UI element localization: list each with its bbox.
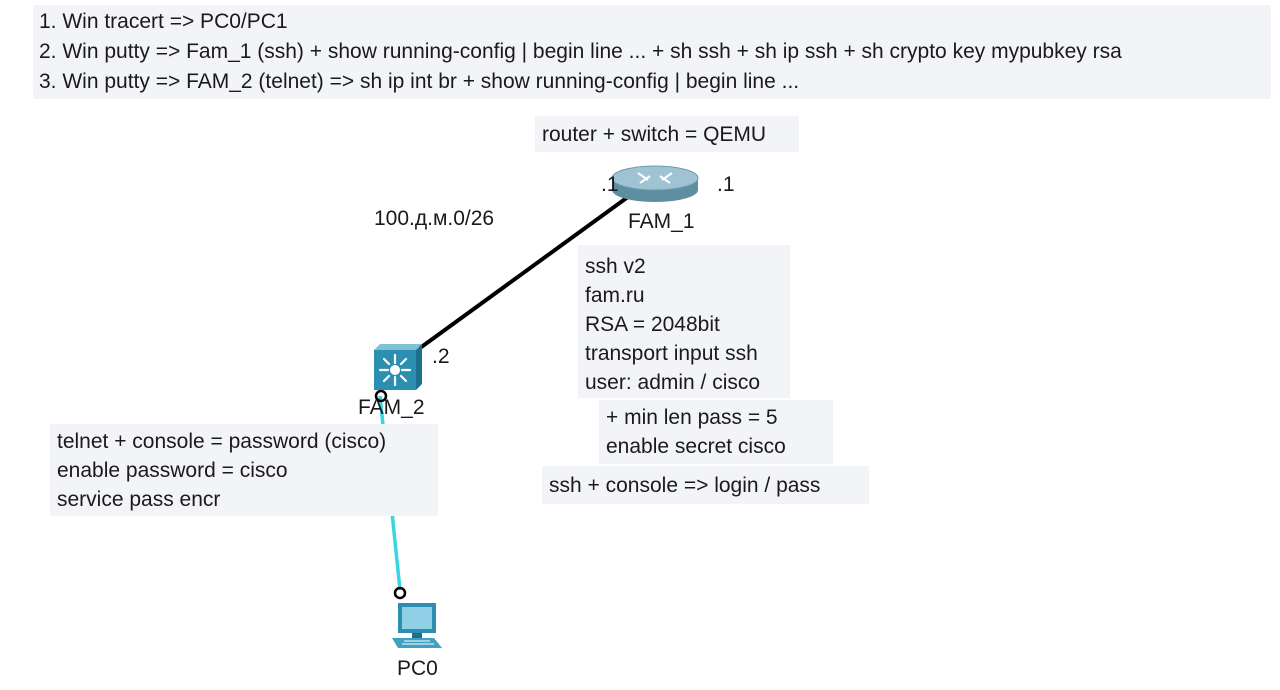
router-config-note: ssh v2 fam.ru RSA = 2048bit transport in… (578, 245, 790, 398)
switch-device[interactable] (374, 344, 422, 390)
instructions-note: 1. Win tracert => PC0/PC1 2. Win putty =… (33, 5, 1271, 99)
router-config-line: transport input ssh (585, 342, 758, 365)
instruction-line: 1. Win tracert => PC0/PC1 (39, 10, 288, 33)
router-switch-link[interactable] (418, 192, 634, 350)
pc-name: PC0 (397, 657, 438, 680)
router-config-line: user: admin / cisco (585, 371, 761, 394)
switch-config-line: telnet + console = password (cisco) (57, 430, 387, 453)
router-icon (611, 165, 699, 202)
router-name: FAM_1 (628, 210, 695, 233)
pc-port-indicator (393, 586, 407, 600)
router-addr-right: .1 (717, 173, 735, 196)
switch-config-note: telnet + console = password (cisco) enab… (50, 424, 438, 516)
router-extra-line: enable secret cisco (606, 435, 786, 458)
switch-port-indicator (374, 389, 388, 403)
switch-addr: .2 (432, 345, 450, 368)
switch-config-line: service pass encr (57, 488, 221, 511)
router-extra-line: + min len pass = 5 (606, 406, 778, 429)
router-device[interactable] (610, 160, 700, 204)
router-addr-left: .1 (601, 173, 619, 196)
router-config-line: fam.ru (585, 284, 645, 307)
switch-name: FAM_2 (358, 396, 425, 419)
network-label: 100.д.м.0/26 (374, 207, 495, 230)
multilayer-switch-icon (374, 344, 422, 390)
router-login-note: ssh + console => login / pass (542, 466, 869, 504)
router-platform-text: router + switch = QEMU (542, 123, 767, 146)
router-config-line: ssh v2 (585, 255, 646, 278)
router-login-text: ssh + console => login / pass (549, 474, 821, 497)
router-config-line: RSA = 2048bit (585, 313, 720, 336)
instruction-line: 2. Win putty => Fam_1 (ssh) + show runni… (39, 40, 1122, 63)
router-platform-note: router + switch = QEMU (535, 116, 799, 152)
pc-device[interactable] (390, 602, 448, 650)
router-extra-note: + min len pass = 5 enable secret cisco (599, 400, 833, 464)
pc-icon (392, 603, 442, 648)
instruction-line: 3. Win putty => FAM_2 (telnet) => sh ip … (39, 70, 800, 93)
switch-config-line: enable password = cisco (57, 459, 288, 482)
